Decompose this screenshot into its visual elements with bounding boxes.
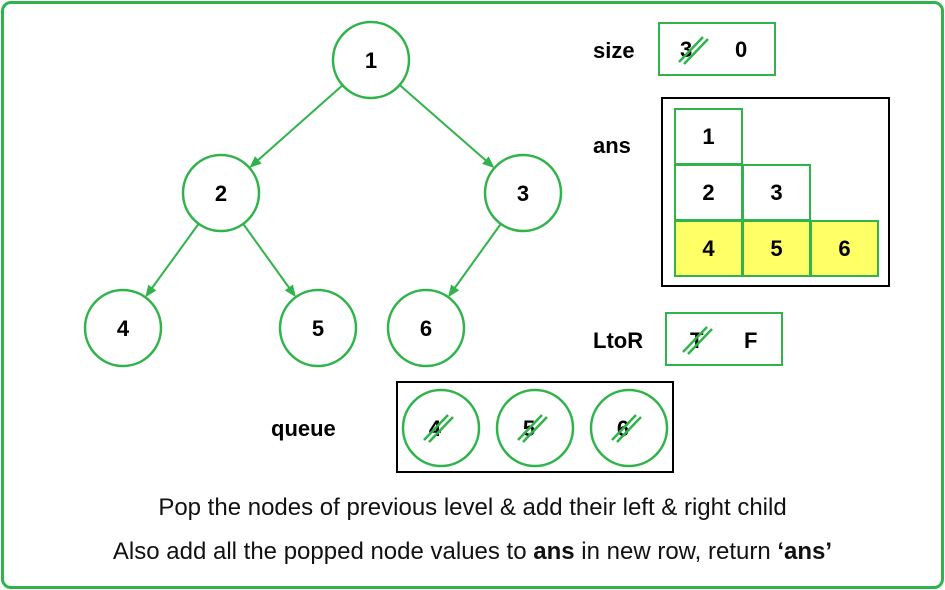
ans-container bbox=[661, 97, 890, 287]
tree-node-4: 4 bbox=[83, 288, 163, 368]
ans-cell-r2-c2: 6 bbox=[810, 220, 879, 277]
size-new-value: 0 bbox=[735, 37, 748, 62]
tree-edge-n2-n4 bbox=[145, 223, 200, 298]
ans-cell-r1-c0: 2 bbox=[674, 164, 743, 221]
size-label: size bbox=[593, 38, 635, 63]
tree-edge-n1-n3 bbox=[398, 84, 495, 168]
ans-cell-r2-c1: 5 bbox=[742, 220, 811, 277]
tree-node-3: 3 bbox=[483, 153, 563, 233]
tree-node-6: 6 bbox=[386, 288, 466, 368]
tree-node-label: 5 bbox=[312, 316, 324, 341]
caption-ans-bold: ans bbox=[533, 538, 575, 565]
tree-node-label: 4 bbox=[117, 316, 130, 341]
size-box bbox=[658, 22, 776, 76]
queue-container bbox=[396, 381, 674, 473]
caption-return-bold: ‘ans’ bbox=[777, 538, 833, 565]
tree-node-1: 1 bbox=[331, 20, 411, 100]
caption-line-2: Also add all the popped node values to a… bbox=[0, 538, 945, 566]
ans-cell-r1-c1: 3 bbox=[742, 164, 811, 221]
tree-edge-n1-n2 bbox=[249, 84, 344, 168]
ltor-new-value: F bbox=[744, 328, 758, 353]
ans-cell-r2-c0: 4 bbox=[674, 220, 743, 277]
tree-edge-n3-n6 bbox=[448, 223, 502, 298]
tree-node-label: 3 bbox=[517, 181, 529, 206]
tree-node-5: 5 bbox=[278, 288, 358, 368]
ltor-old-value: T bbox=[690, 328, 704, 353]
caption-line-2-pre: Also add all the popped node values to bbox=[112, 538, 534, 565]
ltor-label: LtoR bbox=[593, 328, 644, 353]
tree-edge-n2-n5 bbox=[242, 223, 296, 298]
ltor-box bbox=[665, 312, 783, 366]
ans-cell-r0-c0: 1 bbox=[674, 108, 743, 165]
tree-node-label: 2 bbox=[215, 181, 227, 206]
caption-line-2-mid: in new row, return bbox=[574, 538, 778, 565]
queue-label: queue bbox=[271, 416, 336, 441]
caption-line-1: Pop the nodes of previous level & add th… bbox=[158, 494, 787, 521]
tree-node-label: 1 bbox=[365, 48, 377, 73]
ans-label: ans bbox=[593, 133, 631, 158]
tree-node-label: 6 bbox=[420, 316, 432, 341]
size-old-value: 3 bbox=[680, 37, 693, 62]
tree-node-2: 2 bbox=[181, 153, 261, 233]
